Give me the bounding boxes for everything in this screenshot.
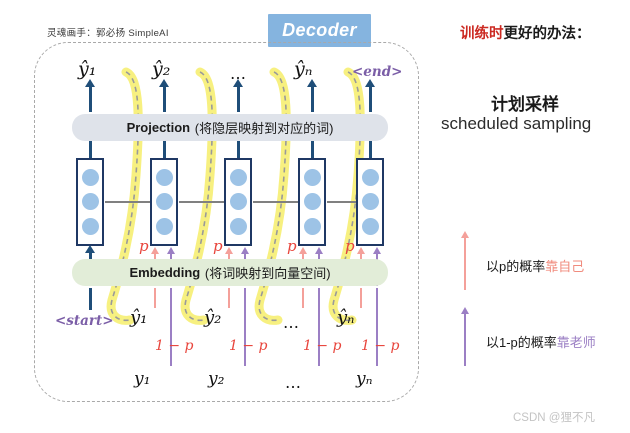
gold-token-n: yₙ <box>356 369 373 389</box>
line-pred-to-embedding-5 <box>360 288 362 308</box>
rnn-cell-2-dot-3 <box>155 218 173 236</box>
gold-token-ellipsis: … <box>285 373 302 392</box>
rnn-cell-5 <box>356 158 384 246</box>
right-panel-heading-red: 训练时 <box>460 26 504 42</box>
rnn-cell-4-dot-2 <box>303 193 321 211</box>
arrow-projection-to-output-5 <box>365 79 375 112</box>
line-cell-to-projection-4 <box>311 141 314 159</box>
arrow-projection-to-output-4 <box>307 79 317 112</box>
author-credit: 灵魂画手：郭必扬 SimpleAI <box>47 28 169 39</box>
projection-layer-name: Projection <box>126 120 191 135</box>
rnn-cell-4-dot-1 <box>303 168 321 186</box>
legend-item-self-highlight: 靠自己 <box>545 259 585 274</box>
line-pred-to-embedding-2 <box>154 288 156 308</box>
line-gold-to-embedding-2 <box>170 288 172 366</box>
rnn-cell-3 <box>224 158 252 246</box>
arrow-projection-to-output-2 <box>159 79 169 112</box>
one-minus-p-label-2: 1 − p <box>229 338 268 354</box>
legend-item-teacher: 以1-p的概率靠老师 <box>486 332 596 351</box>
line-cell-to-projection-3 <box>237 141 240 159</box>
projection-layer-note: (将隐层映射到对应的词) <box>194 121 334 136</box>
input-token-pred-2: ŷ₂ <box>204 307 222 328</box>
embedding-layer: Embedding (将词映射到向量空间) <box>72 259 388 286</box>
one-minus-p-label-3: 1 − p <box>303 338 342 354</box>
input-token-start: <start> <box>55 313 114 329</box>
output-token-ellipsis: … <box>230 64 247 83</box>
output-token-2: ŷ₂ <box>152 58 171 80</box>
projection-layer: Projection (将隐层映射到对应的词) <box>72 114 388 141</box>
rnn-cell-4 <box>298 158 326 246</box>
p-label-2: p <box>213 237 223 255</box>
line-cell-to-projection-5 <box>369 141 372 159</box>
rnn-cell-2 <box>150 158 178 246</box>
input-token-pred-1: ŷ₁ <box>130 307 148 328</box>
gold-token-2: y₂ <box>208 369 225 389</box>
legend-item-self: 以p的概率靠自己 <box>486 256 584 275</box>
line-gold-to-embedding-5 <box>376 288 378 366</box>
embedding-layer-note: (将词映射到向量空间) <box>204 266 331 281</box>
arrow-projection-to-output-1 <box>85 79 95 112</box>
rnn-cell-1-dot-2 <box>81 193 99 211</box>
legend-item-self-prefix: 以p的概率 <box>486 259 546 274</box>
rnn-cell-3-dot-1 <box>229 168 247 186</box>
rnn-cell-1-dot-3 <box>81 218 99 236</box>
rnn-cell-3-dot-2 <box>229 193 247 211</box>
p-label-3: p <box>287 237 297 255</box>
line-start-to-embedding <box>89 288 92 310</box>
output-token-end: <end> <box>352 64 403 80</box>
rnn-cell-5-dot-1 <box>361 168 379 186</box>
input-token-pred-ellipsis: … <box>283 313 300 332</box>
legend-arrow-teacher <box>461 307 469 366</box>
rnn-cell-4-dot-3 <box>303 218 321 236</box>
decoder-diagram-frame <box>34 42 419 402</box>
arrow-projection-to-output-3 <box>233 79 243 112</box>
rnn-cell-5-dot-2 <box>361 193 379 211</box>
embedding-layer-name: Embedding <box>129 265 201 280</box>
line-cell-to-projection-2 <box>163 141 166 159</box>
right-panel-title-zh: 计划采样 <box>491 95 559 114</box>
line-gold-to-embedding-3 <box>244 288 246 366</box>
recurrent-arrow-1-2 <box>105 197 162 207</box>
rnn-cell-2-dot-1 <box>155 168 173 186</box>
input-token-pred-n: ŷₙ <box>337 307 355 328</box>
csdn-watermark: CSDN @狸不凡 <box>513 412 595 424</box>
one-minus-p-label-4: 1 − p <box>361 338 400 354</box>
rnn-cell-1 <box>76 158 104 246</box>
legend-item-teacher-highlight: 靠老师 <box>556 335 596 350</box>
legend-item-teacher-prefix: 以1-p的概率 <box>486 335 557 350</box>
line-gold-to-embedding-4 <box>318 288 320 366</box>
recurrent-arrow-4-5 <box>327 197 366 207</box>
rnn-cell-5-dot-3 <box>361 218 379 236</box>
line-pred-to-embedding-3 <box>228 288 230 308</box>
right-panel-title-en: scheduled sampling <box>441 114 592 133</box>
decoder-badge: Decoder <box>268 14 371 47</box>
line-cell-to-projection-1 <box>89 141 92 159</box>
one-minus-p-label-1: 1 − p <box>155 338 194 354</box>
output-token-1: ŷ₁ <box>78 58 97 80</box>
recurrent-arrow-3-4 <box>253 197 310 207</box>
line-pred-to-embedding-4 <box>302 288 304 308</box>
rnn-cell-2-dot-2 <box>155 193 173 211</box>
p-label-1: p <box>139 237 149 255</box>
output-token-n: ŷₙ <box>294 58 313 80</box>
right-panel-heading-black: 更好的办法： <box>503 26 591 42</box>
recurrent-arrow-2-3 <box>179 197 236 207</box>
decoder-badge-label: Decoder <box>282 20 357 40</box>
rnn-cell-3-dot-3 <box>229 218 247 236</box>
p-label-4: p <box>345 237 355 255</box>
legend-arrow-self <box>461 231 469 290</box>
right-panel-heading: 训练时更好的办法： <box>460 22 591 43</box>
rnn-cell-1-dot-1 <box>81 168 99 186</box>
gold-token-1: y₁ <box>134 369 151 389</box>
